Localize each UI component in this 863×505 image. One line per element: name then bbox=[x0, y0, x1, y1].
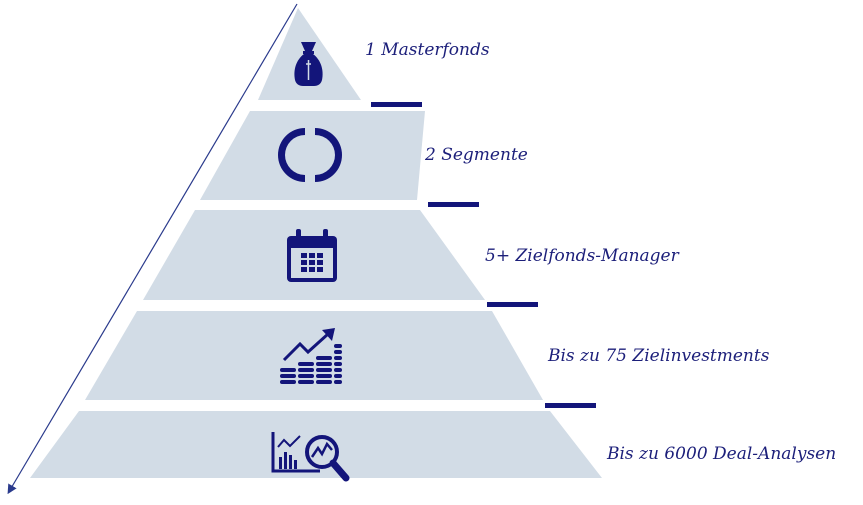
tier-connector-3 bbox=[487, 302, 538, 307]
ring-chart-icon bbox=[278, 128, 342, 182]
tier-connector-1 bbox=[371, 102, 422, 107]
tier-label-1: 1 Masterfonds bbox=[365, 40, 490, 60]
tier-2-shape bbox=[200, 111, 425, 200]
tier-4-shape bbox=[85, 311, 543, 400]
tier-label-2: 2 Segmente bbox=[425, 145, 528, 165]
chart-magnifier-icon bbox=[271, 432, 350, 482]
tier-connector-4 bbox=[545, 403, 596, 408]
funnel-arrow bbox=[7, 3, 298, 495]
tier-label-5: Bis zu 6000 Deal-Analysen bbox=[607, 444, 837, 464]
tier-label-3: 5+ Zielfonds-Manager bbox=[485, 246, 679, 266]
calendar-icon bbox=[287, 229, 337, 282]
tier-connector-2 bbox=[428, 202, 479, 207]
tier-label-4: Bis zu 75 Zielinvestments bbox=[548, 346, 770, 366]
coins-growth-icon bbox=[280, 328, 342, 384]
money-bag-icon bbox=[294, 42, 323, 86]
